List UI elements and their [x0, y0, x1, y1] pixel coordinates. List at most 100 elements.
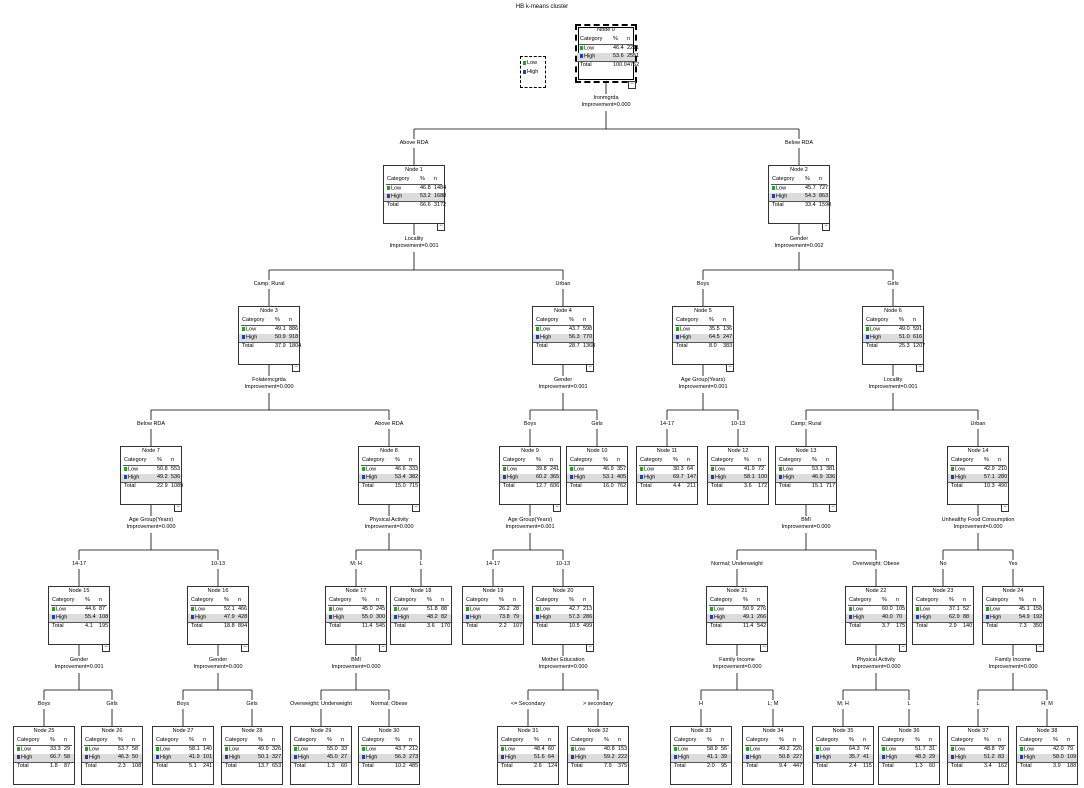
tree-node-6[interactable]: Node 6 Category % n Low 49.0 591 High 51…	[862, 306, 925, 372]
tree-node-2[interactable]: Node 2 Category % n Low 45.7 727 High 54…	[768, 165, 831, 231]
collapse-toggle-icon[interactable]: −	[1036, 644, 1044, 652]
tree-node-7[interactable]: Node 7 Category % n Low 50.8 553 High 49…	[120, 446, 184, 512]
row-high: High 53.4 382	[359, 474, 419, 482]
low-n: 79	[1067, 746, 1074, 752]
header-n: n	[441, 597, 445, 603]
tree-node-37[interactable]: Node 37 Category % n Low 48.8 79 High 51…	[947, 726, 1009, 785]
total-n: 172	[758, 483, 768, 489]
tree-node-27[interactable]: Node 27 Category % n Low 58.1 140 High 4…	[152, 726, 214, 785]
branch-label: <= Secondary	[510, 701, 546, 707]
header-category: Category	[916, 597, 939, 603]
header-category: Category	[674, 737, 697, 743]
tree-node-1[interactable]: Node 1 Category % n Low 46.8 1484 High 5…	[383, 165, 446, 231]
collapse-toggle-icon[interactable]: −	[916, 364, 924, 372]
high-swatch-icon	[746, 755, 749, 759]
collapse-toggle-icon[interactable]: −	[241, 644, 249, 652]
high-n: 227	[793, 754, 803, 760]
divider	[815, 745, 871, 746]
collapse-toggle-icon[interactable]: −	[292, 364, 300, 372]
tree-node-12[interactable]: Node 12 Category % n Low 41.9 72 High 58…	[707, 446, 769, 505]
tree-node-3[interactable]: Node 3 Category % n Low 49.1 886 High 50…	[238, 306, 301, 372]
collapse-toggle-icon[interactable]: −	[553, 504, 561, 512]
row-total: Total 15.1 717	[776, 482, 836, 491]
collapse-toggle-icon[interactable]: −	[899, 644, 907, 652]
low-swatch-icon	[387, 186, 390, 190]
tree-node-23[interactable]: Node 23 Category % n Low 37.1 52 High 62…	[912, 586, 974, 645]
split-improvement: Improvement=0.000	[988, 664, 1038, 671]
high-n: 58	[64, 754, 71, 760]
high-swatch-icon	[676, 335, 679, 339]
header-category: Category	[710, 597, 733, 603]
tree-node-30[interactable]: Node 30 Category % n Low 43.7 212 High 5…	[358, 726, 420, 785]
tree-node-10[interactable]: Node 10 Category % n Low 46.9 357 High 5…	[566, 446, 628, 505]
tree-node-8[interactable]: Node 8 Category % n Low 46.6 333 High 53…	[358, 446, 420, 512]
tree-node-21[interactable]: Node 21 Category % n Low 50.9 276 High 4…	[706, 586, 768, 652]
collapse-toggle-icon[interactable]: −	[174, 504, 182, 512]
branch-label: 10-13	[210, 561, 226, 567]
collapse-toggle-icon[interactable]: −	[102, 644, 110, 652]
low-pct: 58.1	[189, 746, 200, 752]
collapse-toggle-icon[interactable]: −	[1001, 504, 1009, 512]
collapse-toggle-icon[interactable]: −	[586, 364, 594, 372]
tree-node-11[interactable]: Node 11 Category % n Low 30.3 64 High 69…	[636, 446, 698, 505]
tree-node-22[interactable]: Node 22 Category % n Low 60.0 105 High 4…	[845, 586, 907, 652]
collapse-toggle-icon[interactable]: −	[726, 364, 734, 372]
collapse-toggle-icon[interactable]: −	[829, 504, 837, 512]
tree-node-5[interactable]: Node 5 Category % n Low 35.5 136 High 64…	[672, 306, 734, 372]
split-variable: Physical Activity	[369, 517, 409, 523]
tree-node-9[interactable]: Node 9 Category % n Low 39.8 241 High 60…	[499, 446, 561, 512]
low-pct: 44.6	[85, 606, 96, 612]
row-low: Low 33.3 29	[14, 746, 74, 754]
divider	[778, 465, 834, 466]
tree-node-25[interactable]: Node 25 Category % n Low 33.3 29 High 66…	[13, 726, 75, 785]
header-category: Category	[294, 737, 317, 743]
high-pct: 51.6	[534, 754, 545, 760]
tree-node-20[interactable]: Node 20 Category % n Low 42.7 213 High 5…	[532, 586, 594, 652]
low-pct: 53.7	[118, 746, 129, 752]
header-n: n	[929, 737, 933, 743]
tree-node-26[interactable]: Node 26 Category % n Low 53.7 58 High 46…	[81, 726, 143, 785]
low-swatch-icon	[191, 607, 194, 611]
collapse-toggle-icon[interactable]: −	[412, 504, 420, 512]
tree-node-16[interactable]: Node 16 Category % n Low 52.1 466 High 4…	[187, 586, 249, 652]
tree-node-33[interactable]: Node 33 Category % n Low 58.9 56 High 41…	[670, 726, 732, 785]
node-id: Node 16	[207, 588, 229, 594]
collapse-toggle-icon[interactable]: −	[760, 644, 768, 652]
tree-node-28[interactable]: Node 28 Category % n Low 49.9 326 High 5…	[221, 726, 283, 785]
node-header-row: Category % n	[188, 597, 248, 605]
tree-node-32[interactable]: Node 32 Category % n Low 40.8 153 High 5…	[567, 726, 629, 785]
tree-node-35[interactable]: Node 35 Category % n Low 64.3 74 High 35…	[812, 726, 874, 785]
collapse-toggle-icon[interactable]: −	[586, 644, 594, 652]
node-header-row: Category % n	[707, 597, 767, 605]
collapse-toggle-icon[interactable]: −	[379, 644, 387, 652]
tree-node-4[interactable]: Node 4 Category % n Low 43.7 598 High 56…	[532, 306, 595, 372]
row-high: High 50.8 227	[743, 754, 803, 762]
tree-node-13[interactable]: Node 13 Category % n Low 53.1 381 High 4…	[775, 446, 837, 512]
tree-node-34[interactable]: Node 34 Category % n Low 49.2 220 High 5…	[742, 726, 804, 785]
tree-node-14[interactable]: Node 14 Category % n Low 42.9 210 High 5…	[947, 446, 1009, 512]
tree-node-38[interactable]: Node 38 Category % n Low 42.0 79 High 58…	[1016, 726, 1078, 785]
low-pct: 58.9	[707, 746, 718, 752]
node-id: Node 21	[726, 588, 748, 594]
tree-node-29[interactable]: Node 29 Category % n Low 55.0 33 High 45…	[290, 726, 352, 785]
tree-node-31[interactable]: Node 31 Category % n Low 48.4 60 High 51…	[497, 726, 559, 785]
tree-node-24[interactable]: Node 24 Category % n Low 45.1 158 High 5…	[982, 586, 1044, 652]
node-id: Node 34	[762, 728, 784, 734]
collapse-toggle-icon[interactable]: −	[822, 223, 830, 231]
split-improvement: Improvement=0.001	[538, 384, 588, 391]
tree-node-36[interactable]: Node 36 Category % n Low 51.7 31 High 48…	[878, 726, 940, 785]
total-n: 1089	[171, 483, 184, 489]
tree-node-18[interactable]: Node 18 Category % n Low 51.8 88 High 48…	[390, 586, 452, 645]
tree-node-19[interactable]: Node 19 Category % n Low 26.2 28 High 73…	[462, 586, 524, 645]
collapse-toggle-icon[interactable]: −	[437, 223, 445, 231]
branch-label: No	[939, 561, 947, 567]
header-n: n	[998, 737, 1002, 743]
header-pct: %	[157, 457, 162, 463]
node-id: Node 37	[967, 728, 989, 734]
collapse-toggle-icon[interactable]: −	[628, 81, 636, 89]
header-category: Category	[676, 317, 699, 323]
row-total: Total 10.5 499	[533, 622, 593, 631]
tree-node-15[interactable]: Node 15 Category % n Low 44.6 87 High 55…	[48, 586, 110, 652]
tree-node-0[interactable]: Node 0 Category % n Low 46.4 2211 High 5…	[575, 24, 639, 89]
tree-node-17[interactable]: Node 17 Category % n Low 45.0 245 High 5…	[325, 586, 387, 652]
